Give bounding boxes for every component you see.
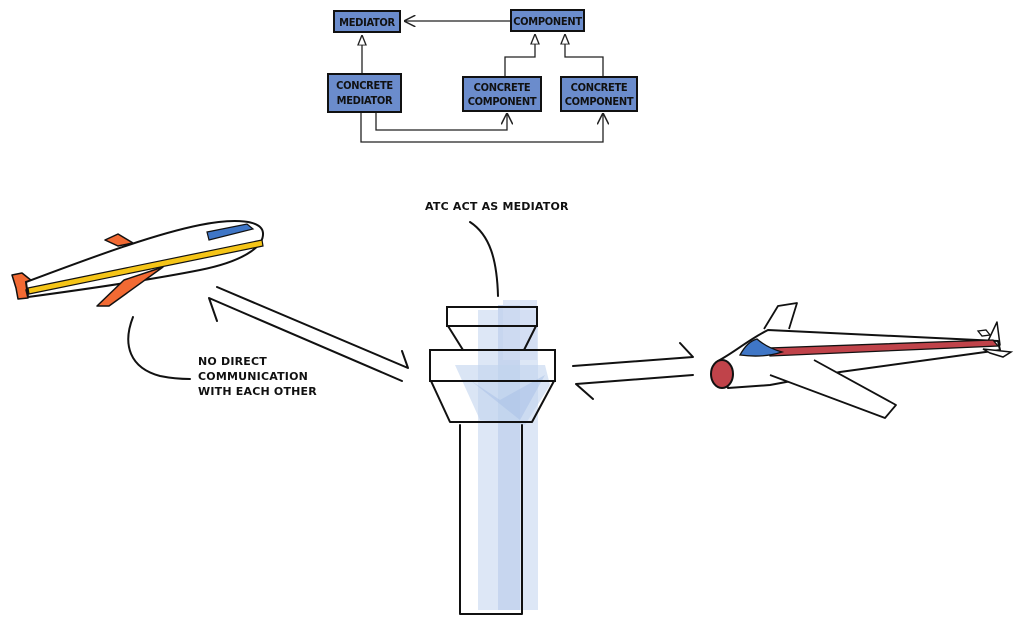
mediator-to-component-1-arrow [375, 112, 507, 131]
no-direct-label: NO DIRECT COMMUNICATION WITH EACH OTHER [198, 355, 317, 398]
left-communication-arrows [208, 286, 409, 382]
mediator-box: MEDIATOR [333, 10, 401, 33]
no-direct-pointer [127, 316, 191, 380]
concrete-component-1-label-line2: COMPONENT [468, 95, 537, 108]
atc-pointer [469, 221, 499, 297]
concrete-component-1-box: CONCRETE COMPONENT [462, 76, 542, 112]
component-box: COMPONENT [510, 9, 585, 32]
concrete-mediator-label-line2: MEDIATOR [337, 94, 393, 107]
concrete-component-1-label-line1: CONCRETE [474, 81, 531, 94]
right-communication-arrows [572, 342, 694, 400]
concrete-component-1-inherits-arrow [504, 35, 535, 77]
concrete-mediator-box: CONCRETE MEDIATOR [327, 73, 402, 113]
control-tower-icon [429, 300, 556, 615]
mediator-to-component-2-arrow [360, 112, 603, 143]
left-airplane-icon [11, 220, 265, 307]
concrete-component-2-label-line2: COMPONENT [565, 95, 634, 108]
component-label: COMPONENT [513, 15, 582, 28]
concrete-component-2-inherits-arrow [565, 35, 604, 77]
concrete-component-2-label-line1: CONCRETE [571, 81, 628, 94]
uml-diagram: MEDIATOR COMPONENT CONCRETE MEDIATOR CON… [327, 9, 638, 143]
concrete-mediator-label-line1: CONCRETE [336, 79, 393, 92]
concrete-component-2-box: CONCRETE COMPONENT [560, 76, 638, 112]
no-direct-line3: WITH EACH OTHER [198, 385, 317, 398]
mediator-label: MEDIATOR [339, 16, 395, 29]
no-direct-line2: COMMUNICATION [198, 370, 308, 383]
atc-label: ATC ACT AS MEDIATOR [425, 200, 569, 213]
no-direct-line1: NO DIRECT [198, 355, 267, 368]
right-airplane-icon [710, 302, 1014, 419]
